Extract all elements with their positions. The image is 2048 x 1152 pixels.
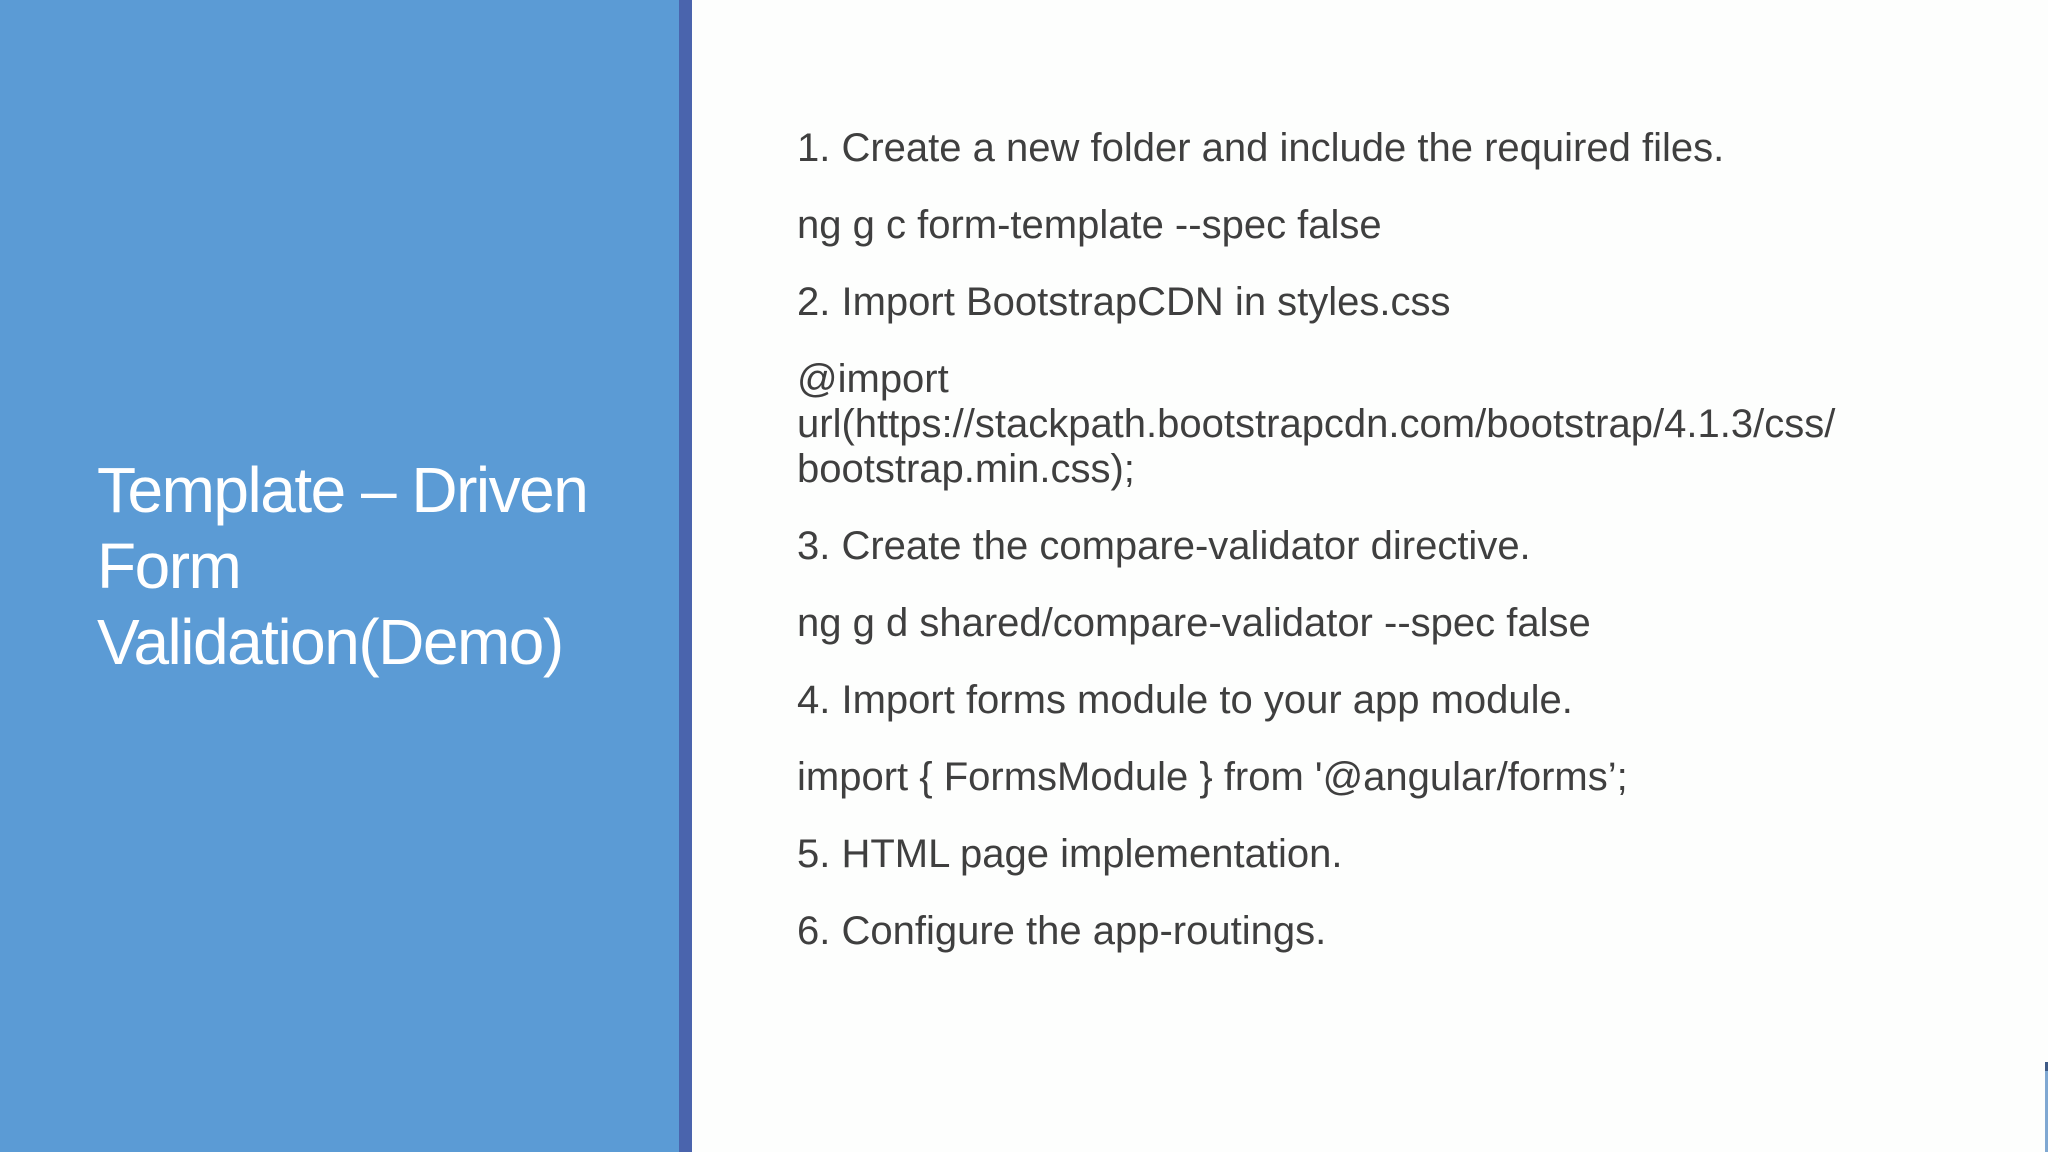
paragraph-line: @import: [797, 357, 949, 401]
paragraph-line: bootstrap.min.css);: [797, 447, 1135, 491]
content-paragraph-step-3: 3. Create the compare-validator directiv…: [797, 524, 1917, 569]
paragraph-line: 3. Create the compare-validator directiv…: [797, 524, 1531, 568]
content-paragraph-step-4: 4. Import forms module to your app modul…: [797, 678, 1917, 723]
content-paragraph-import-forms: import { FormsModule } from '@angular/fo…: [797, 755, 1917, 800]
panel-divider: [679, 0, 692, 1152]
content-paragraph-command: ng g c form-template --spec false: [797, 203, 1917, 248]
paragraph-line: ng g d shared/compare-validator --spec f…: [797, 601, 1591, 645]
title-panel: Template – Driven Form Validation(Demo): [0, 0, 679, 1152]
content-paragraph-step-1: 1. Create a new folder and include the r…: [797, 126, 1917, 171]
slide-title-line: Validation(Demo): [97, 606, 564, 678]
paragraph-line: import { FormsModule } from '@angular/fo…: [797, 755, 1628, 799]
paragraph-line: url(https://stackpath.bootstrapcdn.com/b…: [797, 402, 1836, 446]
paragraph-line: ng g c form-template --spec false: [797, 203, 1382, 247]
paragraph-line: 5. HTML page implementation.: [797, 832, 1343, 876]
paragraph-line: 4. Import forms module to your app modul…: [797, 678, 1573, 722]
slide-title-line: Template – Driven: [97, 454, 589, 526]
paragraph-line: 6. Configure the app-routings.: [797, 909, 1327, 953]
paragraph-line: 2. Import BootstrapCDN in styles.css: [797, 280, 1451, 324]
slide-title-line: Form: [97, 530, 242, 602]
paragraph-line: 1. Create a new folder and include the r…: [797, 126, 1725, 170]
content-paragraph-step-5: 5. HTML page implementation.: [797, 832, 1917, 877]
content-paragraph-step-2: 2. Import BootstrapCDN in styles.css: [797, 280, 1917, 325]
slide-title: Template – Driven Form Validation(Demo): [97, 452, 657, 680]
content-paragraph-step-6: 6. Configure the app-routings.: [797, 909, 1917, 954]
screen-edge-sliver: [2045, 1062, 2048, 1152]
screen-edge-sliver-tip: [2045, 1062, 2048, 1071]
content-paragraph-import-css: @import url(https://stackpath.bootstrapc…: [797, 357, 1917, 492]
content-paragraph-command: ng g d shared/compare-validator --spec f…: [797, 601, 1917, 646]
slide-body-text: 1. Create a new folder and include the r…: [797, 126, 1917, 986]
